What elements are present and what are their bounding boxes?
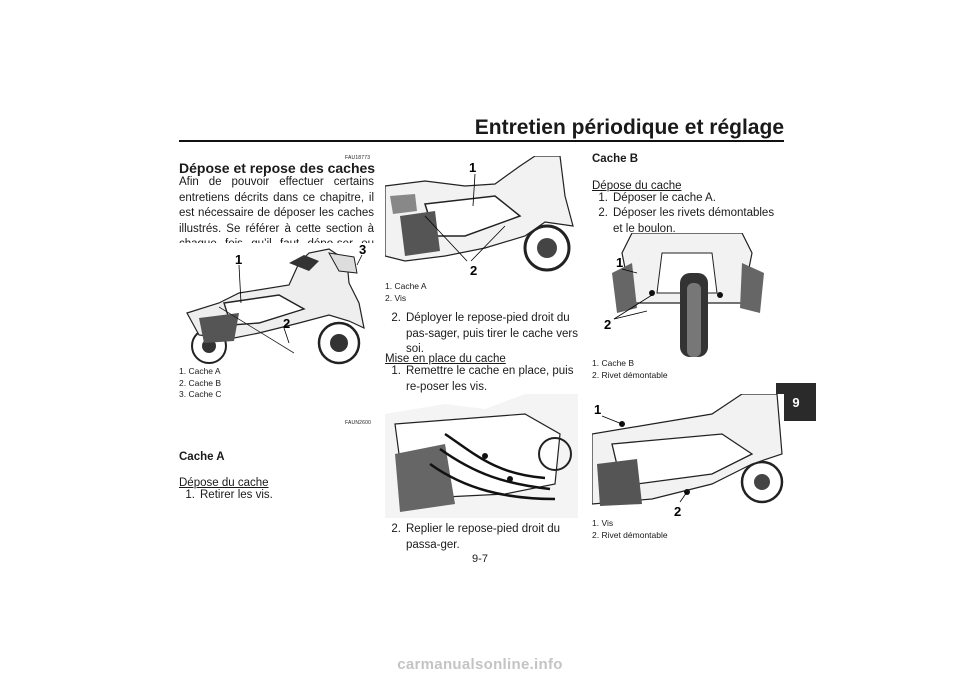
header-rule <box>179 140 784 142</box>
figure-scooter-side-cache-b: 1 2 <box>592 394 784 518</box>
figure-label: 2 <box>283 316 290 331</box>
caption-item: 1. Cache B <box>592 358 635 368</box>
page-number: 9-7 <box>472 553 488 565</box>
step-item: 2. Déployer le repose-pied droit du pas-… <box>385 311 578 358</box>
sub-heading-cache-a: Cache A <box>179 451 225 463</box>
caption-item: 2. Rivet démontable <box>592 529 668 540</box>
reference-code: FAUN2600 <box>345 420 372 426</box>
watermark: carmanualsonline.info <box>397 656 563 673</box>
figure-caption: 1. Cache B 2. Rivet démontable <box>592 358 668 381</box>
figure-scooter-cache-a: 1 2 <box>385 156 578 279</box>
figure-scooter-front: 1 2 <box>592 233 784 357</box>
step-number: 2. <box>391 523 401 535</box>
figure-label: 1 <box>594 402 601 417</box>
step-text: Déposer les rivets démontables et le bou… <box>613 207 775 235</box>
figure-caption: 1. Vis 2. Rivet démontable <box>592 518 668 541</box>
figure-label: 2 <box>604 317 611 332</box>
figure-label: 1 <box>235 252 242 267</box>
step-text: Déposer le cache A. <box>613 192 716 204</box>
figure-label: 1 <box>616 255 623 270</box>
caption-item: 2. Vis <box>385 292 407 303</box>
figure-caption: 1. Cache A 2. Cache B 3. Cache C <box>179 366 222 401</box>
step-item: 2. Replier le repose-pied droit du passa… <box>385 522 578 553</box>
caption-item: 1. Vis <box>592 518 614 528</box>
step-text: Retirer les vis. <box>200 489 273 501</box>
figure-label: 3 <box>359 243 366 257</box>
page-title: Entretien périodique et réglage <box>474 116 784 139</box>
caption-item: 1. Cache A <box>385 281 427 291</box>
step-item: 1. Déposer le cache A. <box>592 191 784 207</box>
caption-item: 1. Cache A <box>179 366 221 376</box>
figure-label: 2 <box>674 504 681 518</box>
step-number: 1. <box>185 489 195 501</box>
step-text: Déployer le repose-pied droit du pas-sag… <box>406 312 578 356</box>
removal-title: Dépose du cache <box>179 477 269 489</box>
figure-caption: 1. Cache A 2. Vis <box>385 281 427 304</box>
caption-item: 2. Cache B <box>179 377 222 388</box>
step-item: 1. Remettre le cache en place, puis re-p… <box>385 364 578 395</box>
step-text: Replier le repose-pied droit du passa-ge… <box>406 523 561 551</box>
install-title: Mise en place du cache <box>385 353 506 365</box>
step-number: 1. <box>391 365 401 377</box>
step-item: 2. Déposer les rivets démontables et le … <box>592 206 784 237</box>
caption-item: 2. Rivet démontable <box>592 369 668 380</box>
caption-item: 3. Cache C <box>179 389 222 400</box>
reference-code: FAU18773 <box>345 155 371 161</box>
section-heading: Dépose et repose des caches <box>179 160 376 176</box>
figure-cache-a-installed <box>385 394 578 518</box>
figure-label: 2 <box>470 263 477 278</box>
figure-scooter-side-left: 1 2 3 <box>179 243 374 365</box>
step-item: 1. Retirer les vis. <box>179 488 374 504</box>
step-number: 2. <box>598 207 608 219</box>
sub-heading-cache-b: Cache B <box>592 153 639 165</box>
removal-title: Dépose du cache <box>592 180 682 192</box>
step-text: Remettre le cache en place, puis re-pose… <box>406 365 574 393</box>
figure-label: 1 <box>469 160 476 175</box>
step-number: 1. <box>598 192 608 204</box>
step-number: 2. <box>391 312 401 324</box>
